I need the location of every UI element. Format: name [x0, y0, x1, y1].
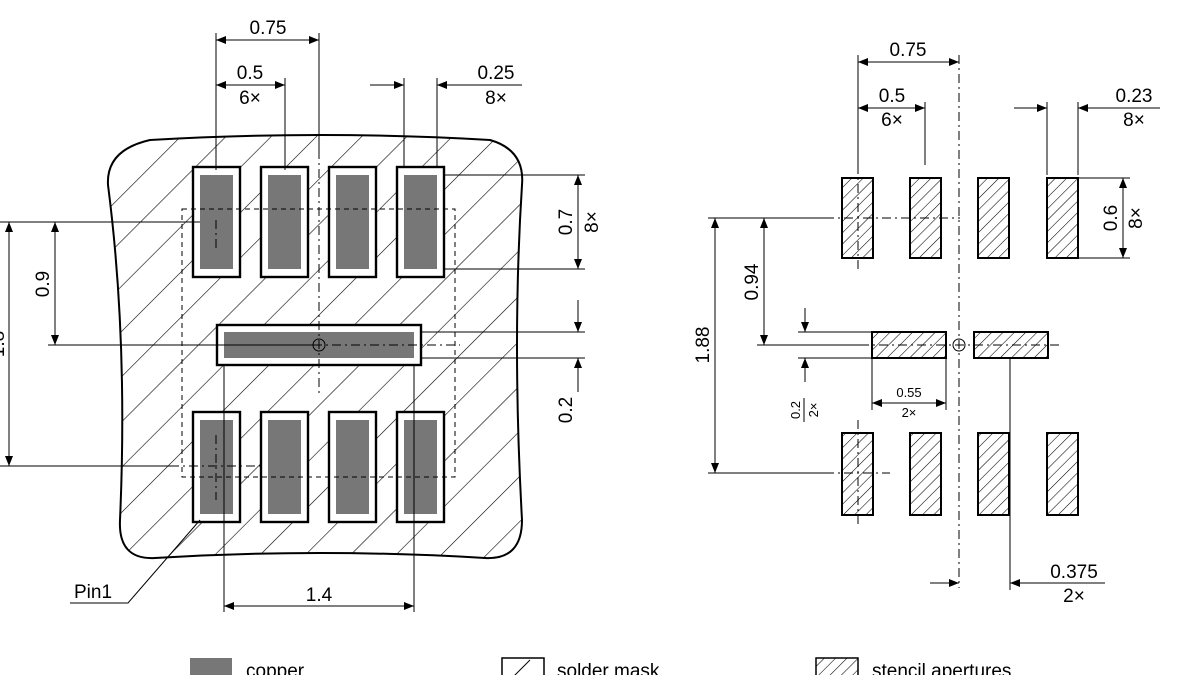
- stencil-bottom-row: [841, 432, 1079, 516]
- legend-stencil-label: stencil apertures: [872, 661, 1011, 675]
- dim-right-center-height-count: 2×: [806, 403, 821, 418]
- dim-right-pad-height: 0.6: [1101, 205, 1122, 231]
- dim-right-split: 0.375: [1050, 562, 1098, 583]
- dim-right-center-width-count: 2×: [902, 405, 917, 420]
- legend-copper-label: copper: [246, 661, 305, 675]
- legend-stencil: stencil apertures: [815, 657, 1011, 675]
- dim-left-center-height: 0.2: [556, 397, 577, 423]
- dim-right-center-width: 0.55: [896, 385, 921, 400]
- copper-land-pattern: 0.75 0.5 6× 0.25 8× 0.7 8× 0.2 0.9: [0, 18, 603, 612]
- top-pad-row: [191, 165, 446, 279]
- dim-left-gap-count: 8×: [485, 88, 507, 109]
- dim-left-pad-width-count: 6×: [239, 88, 261, 109]
- dim-left-gap: 0.25: [478, 63, 515, 84]
- dim-right-pitch: 0.75: [890, 40, 927, 61]
- dim-right-split-count: 2×: [1063, 586, 1085, 607]
- stencil-pattern: 0.75 0.5 6× 0.23 8× 0.6 8× 0.94 1.88: [693, 40, 1160, 607]
- dim-left-center-width: 1.4: [306, 585, 333, 606]
- legend-solder-mask: solder mask: [501, 657, 660, 675]
- dim-right-gap: 0.23: [1116, 86, 1153, 107]
- dim-right-pad-height-count: 8×: [1126, 207, 1147, 229]
- dim-right-gap-count: 8×: [1123, 110, 1145, 131]
- dim-left-pad-height-count: 8×: [582, 211, 603, 233]
- legend-solder-mask-label: solder mask: [557, 661, 660, 675]
- dim-right-center-height: 0.2: [788, 401, 803, 419]
- stencil-origin-marker: [952, 338, 966, 352]
- dim-right-row-offset: 0.94: [742, 263, 763, 300]
- dim-right-pad-width: 0.5: [879, 86, 905, 107]
- legend-copper: copper: [190, 658, 305, 675]
- pin1-label: Pin1: [74, 582, 112, 603]
- dim-left-pad-height: 0.7: [556, 209, 577, 235]
- dim-left-row-offset: 0.9: [33, 271, 54, 297]
- dim-right-row-span: 1.88: [693, 327, 714, 364]
- stencil-center-row: [871, 331, 1049, 359]
- dim-left-pitch: 0.75: [250, 18, 287, 39]
- dim-left-pad-width: 0.5: [237, 63, 263, 84]
- legend: copper solder mask stencil apertures: [190, 657, 1011, 675]
- dim-right-pad-width-count: 6×: [881, 110, 903, 131]
- dim-left-row-span: 1.8: [0, 331, 9, 357]
